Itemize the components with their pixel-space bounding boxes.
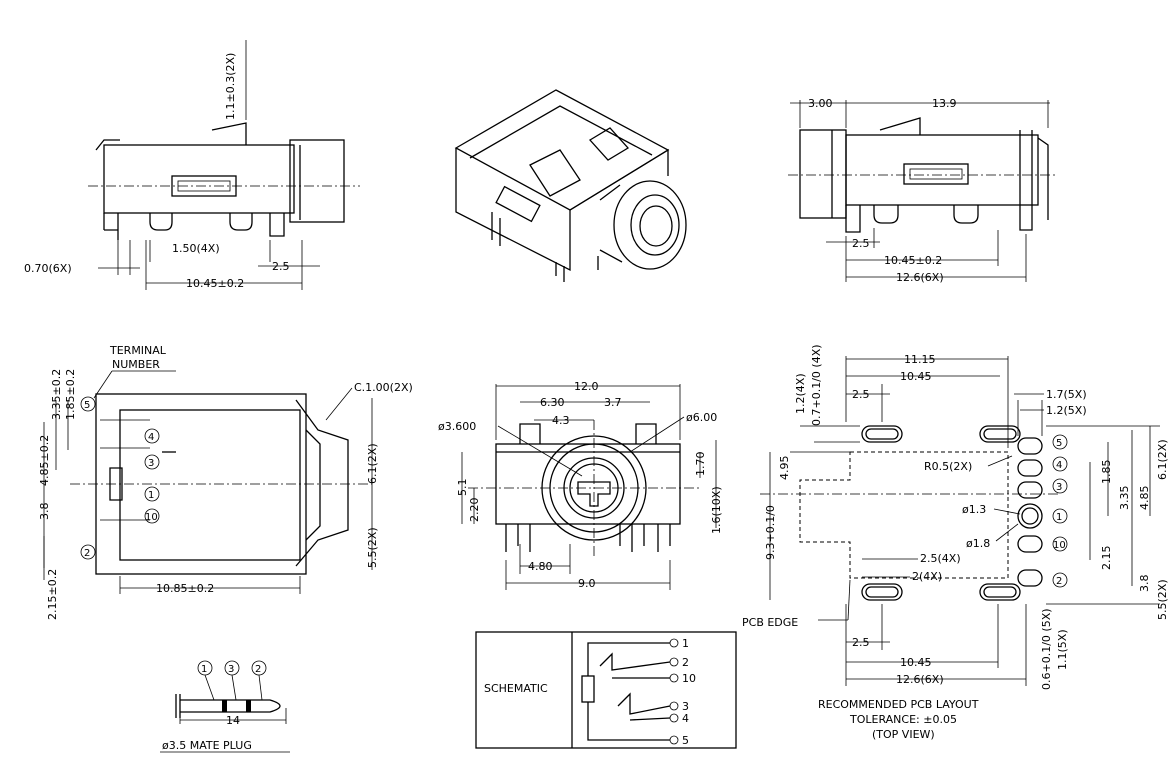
pcb-dim-25: 2.5	[852, 388, 870, 401]
side-dim-a: 2.5	[852, 237, 870, 250]
pcb-dim-93: 9.3+0.1/0	[764, 505, 777, 560]
bottom-terminal-3: 3	[148, 458, 154, 469]
pcb-dim-485: 4.85	[1138, 486, 1151, 511]
end-dim-17: 1.70	[694, 452, 707, 477]
pcb-dim-07: 0.7+0.1/0 (4X)	[810, 344, 823, 426]
pcb-pin-10: 10	[1053, 540, 1066, 551]
end-dim-9: 9.0	[578, 577, 596, 590]
pcb-dim-335: 3.35	[1118, 486, 1131, 511]
pcb-dim-bot-25: 2.5	[852, 636, 870, 649]
bottom-terminal-1: 1	[148, 490, 154, 501]
end-dim-22: 2.20	[468, 498, 481, 523]
pcb-dim-25-4x: 2.5(4X)	[920, 552, 961, 565]
front-dim-top: 1.1±0.3(2X)	[224, 53, 237, 120]
mate-plug: 1 3 2 14 ø3.5 MATE PLUG	[160, 660, 290, 753]
side-view: 3.00 13.9 2.5 10.45±0.2 12.6(6X)	[788, 97, 1058, 284]
schematic: SCHEMATIC 1 2 10 3 4 5	[475, 631, 737, 749]
bottom-dim-215: 2.15±0.2	[46, 569, 59, 620]
side-dim-c: 12.6(6X)	[896, 271, 944, 284]
bottom-terminal-5: 5	[84, 400, 90, 411]
schematic-pin-4: 4	[682, 712, 689, 725]
pcb-dim-12-5x: 1.2(5X)	[1046, 404, 1087, 417]
front-dim-pitch: 1.50(4X)	[172, 242, 220, 255]
bottom-terminal-10: 10	[145, 512, 158, 523]
plug-label-1: 1	[201, 664, 207, 675]
pcb-pin-3: 3	[1056, 482, 1062, 493]
side-dim-left: 3.00	[808, 97, 833, 110]
pcb-dim-bot-1045: 10.45	[900, 656, 932, 669]
pcb-dim-38: 3.8	[1138, 575, 1151, 593]
pcb-pin-4: 4	[1056, 460, 1062, 471]
end-dim-d36: ø3.600	[438, 420, 476, 433]
bottom-dim-335: 3.35±0.2	[50, 369, 63, 420]
pcb-caption-1: RECOMMENDED PCB LAYOUT	[818, 698, 979, 711]
bottom-dim-55: 5.5(2X)	[366, 527, 379, 568]
pcb-dim-bot-126: 12.6(6X)	[896, 673, 944, 686]
pcb-pin-2: 2	[1056, 576, 1062, 587]
isometric-view	[454, 89, 687, 282]
end-dim-16: 1.6(10X)	[710, 486, 723, 534]
bottom-dim-length: 10.85±0.2	[156, 582, 214, 595]
pcb-dim-55: 5.5(2X)	[1156, 579, 1169, 620]
front-dim-offset: 2.5	[272, 260, 290, 273]
terminal-label-2: NUMBER	[112, 358, 160, 371]
bottom-dim-485: 4.85±0.2	[38, 435, 51, 486]
schematic-pin-2: 2	[682, 656, 689, 669]
bottom-view: TERMINAL NUMBER 5 4 3 1 10 2 C.1.00(2X) …	[38, 344, 413, 620]
pcb-dim-d18: ø1.8	[966, 537, 990, 550]
pcb-dim-61: 6.1(2X)	[1156, 439, 1169, 480]
end-dim-37: 3.7	[604, 396, 622, 409]
front-dim-width: 10.45±0.2	[186, 277, 244, 290]
end-dim-d6: ø6.00	[686, 411, 717, 424]
end-dim-63: 6.30	[540, 396, 565, 409]
schematic-pin-3: 3	[682, 700, 689, 713]
schematic-pin-10: 10	[682, 672, 696, 685]
bottom-dim-38: 3.8	[38, 503, 51, 521]
bottom-dim-185: 1.85±0.2	[64, 369, 77, 420]
plug-label-2: 2	[255, 664, 261, 675]
plug-length: 14	[226, 714, 240, 727]
pcb-caption-3: (TOP VIEW)	[872, 728, 935, 741]
bottom-dim-61: 6.1(2X)	[366, 443, 379, 484]
pcb-dim-185: 1.85	[1100, 460, 1113, 485]
side-dim-b: 10.45±0.2	[884, 254, 942, 267]
pcb-dim-17-5x: 1.7(5X)	[1046, 388, 1087, 401]
end-dim-51: 5.1	[456, 479, 469, 497]
schematic-label: SCHEMATIC	[484, 682, 548, 695]
plug-caption: ø3.5 MATE PLUG	[162, 739, 252, 752]
end-dim-48: 4.80	[528, 560, 553, 573]
bottom-terminal-4: 4	[148, 432, 154, 443]
schematic-pin-5: 5	[682, 734, 689, 747]
pcb-pin-5: 5	[1056, 438, 1062, 449]
pcb-dim-215: 2.15	[1100, 546, 1113, 571]
pcb-dim-11: 1.1(5X)	[1056, 629, 1069, 670]
front-dim-pin: 0.70(6X)	[24, 262, 72, 275]
terminal-label-1: TERMINAL	[109, 344, 167, 357]
pcb-dim-1115: 11.15	[904, 353, 936, 366]
bottom-terminal-2: 2	[84, 548, 90, 559]
pcb-dim-06: 0.6+0.1/0 (5X)	[1040, 608, 1053, 690]
pcb-dim-1045: 10.45	[900, 370, 932, 383]
plug-label-3: 3	[228, 664, 234, 675]
front-view: 1.1±0.3(2X) 0.70(6X) 1.50(4X) 2.5 10.45±…	[24, 40, 360, 290]
bottom-dim-c: C.1.00(2X)	[354, 381, 413, 394]
end-dim-43: 4.3	[552, 414, 570, 427]
pcb-pin-1: 1	[1056, 512, 1062, 523]
pcb-dim-d13: ø1.3	[962, 503, 986, 516]
schematic-pin-1: 1	[682, 637, 689, 650]
pcb-edge-label: PCB EDGE	[742, 616, 798, 629]
pcb-dim-2-4x: 2(4X)	[912, 570, 942, 583]
pcb-caption-2: TOLERANCE: ±0.05	[849, 713, 957, 726]
pcb-dim-r05: R0.5(2X)	[924, 460, 972, 473]
pcb-dim-495: 4.95	[778, 456, 791, 481]
pcb-layout: 5 4 3 1 10 2 11.15 10.45 2.5 1.2(4X) 0.7…	[742, 344, 1169, 741]
end-dim-12: 12.0	[574, 380, 599, 393]
side-dim-length: 13.9	[932, 97, 957, 110]
pcb-dim-12-4x: 1.2(4X)	[794, 373, 807, 414]
end-view: 12.0 6.30 3.7 4.3 ø3.600 ø6.00 5.1 2.20 …	[438, 380, 723, 590]
